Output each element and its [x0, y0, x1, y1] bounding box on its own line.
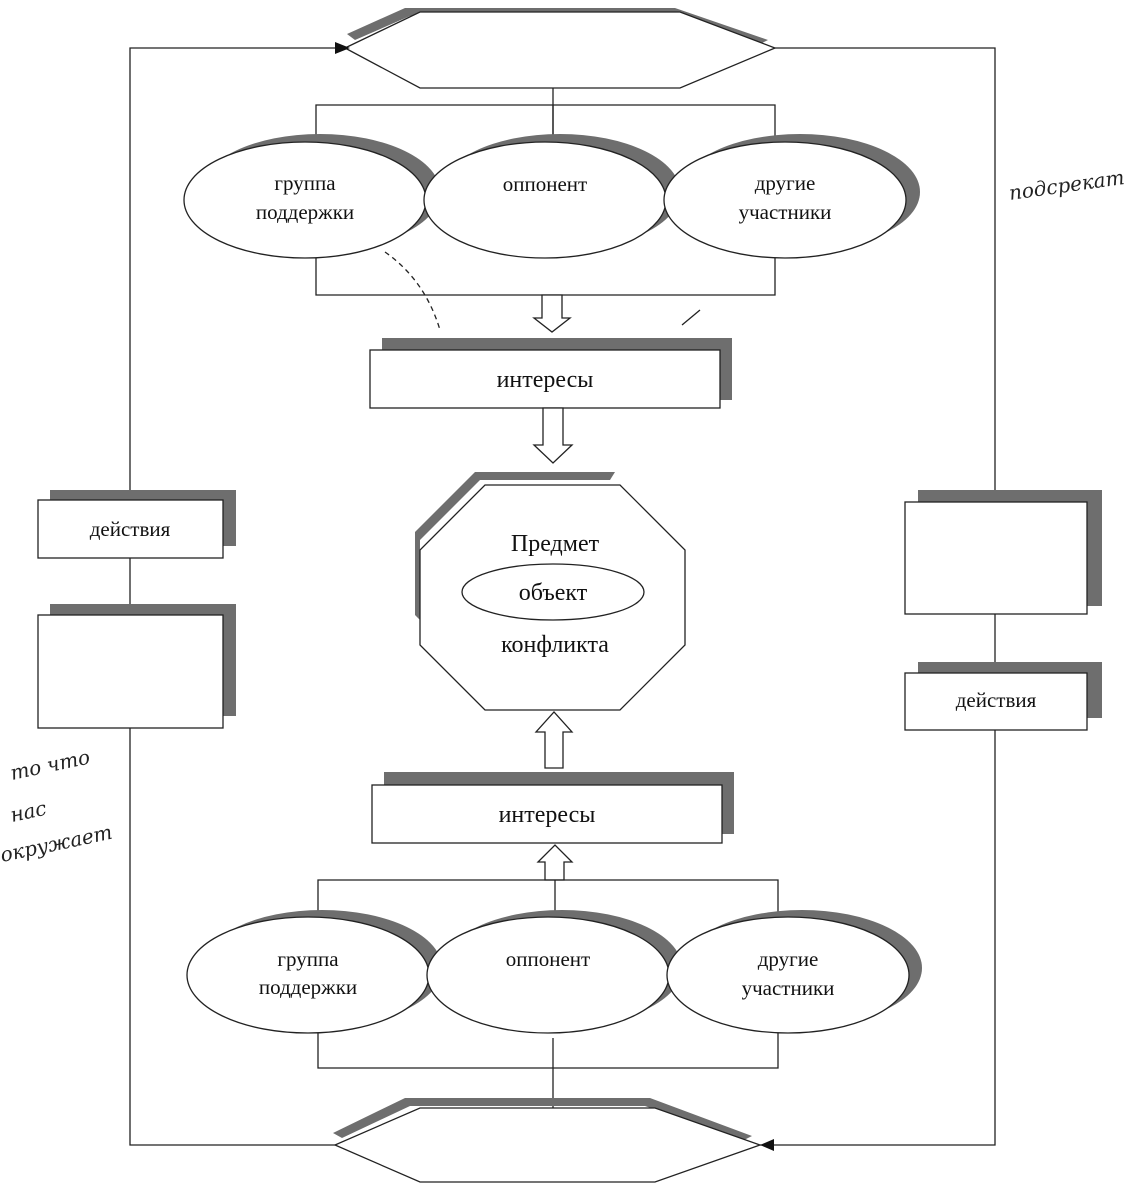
interests-box-bottom: интересы: [371, 772, 734, 844]
object-ellipse: [461, 563, 645, 621]
subject-line1: Предмет: [511, 531, 600, 557]
subject-line2: конфликта: [501, 632, 609, 658]
bottom-opponent-ellipse: [426, 916, 670, 1034]
left-empty-box: [37, 604, 236, 729]
object-label: объект: [519, 580, 588, 606]
right-actions-box: действия: [904, 662, 1102, 731]
bottom-others-line2: участники: [742, 976, 835, 1000]
top-opponent-ellipse: [423, 141, 667, 259]
top-participants: группа поддержки оппонент другие участни…: [183, 134, 920, 259]
bottom-others-line1: другие: [758, 947, 819, 971]
bottom-hexagon: [333, 1098, 774, 1183]
right-actions-label: действия: [956, 688, 1037, 712]
left-handwritten-line3: окружает: [0, 820, 114, 867]
bottom-participants: группа поддержки оппонент другие участни…: [186, 910, 922, 1034]
interests-top-label: интересы: [497, 367, 594, 393]
top-others-ellipse: [663, 141, 907, 259]
down-arrow-subject: [532, 407, 574, 464]
bottom-support-line2: поддержки: [259, 975, 357, 999]
right-handwritten-note: подсрекат: [1007, 165, 1125, 205]
left-actions-label: действия: [90, 517, 171, 541]
interests-box-top: интересы: [369, 338, 732, 409]
outer-connectors: [129, 47, 996, 1146]
bottom-opponent-label: оппонент: [506, 947, 590, 971]
top-hexagon: [335, 8, 777, 89]
bottom-support-line1: группа: [277, 947, 339, 971]
bottom-others-ellipse: [666, 916, 910, 1034]
top-others-line1: другие: [755, 171, 816, 195]
top-opponent-label: оппонент: [503, 172, 587, 196]
interests-bottom-label: интересы: [499, 802, 596, 828]
top-others-line2: участники: [739, 200, 832, 224]
up-arrow-subject: [534, 711, 574, 769]
top-support-line1: группа: [274, 171, 336, 195]
subject-octagon: Предмет объект конфликта: [415, 472, 686, 711]
up-arrow-bottom: [536, 844, 574, 881]
down-arrow-top: [532, 294, 572, 333]
top-support-line2: поддержки: [256, 200, 354, 224]
right-empty-box: [904, 490, 1102, 615]
left-actions-box: действия: [37, 490, 236, 559]
left-handwritten-line2: нас: [8, 796, 49, 827]
left-handwritten-line1: то что: [8, 745, 92, 785]
